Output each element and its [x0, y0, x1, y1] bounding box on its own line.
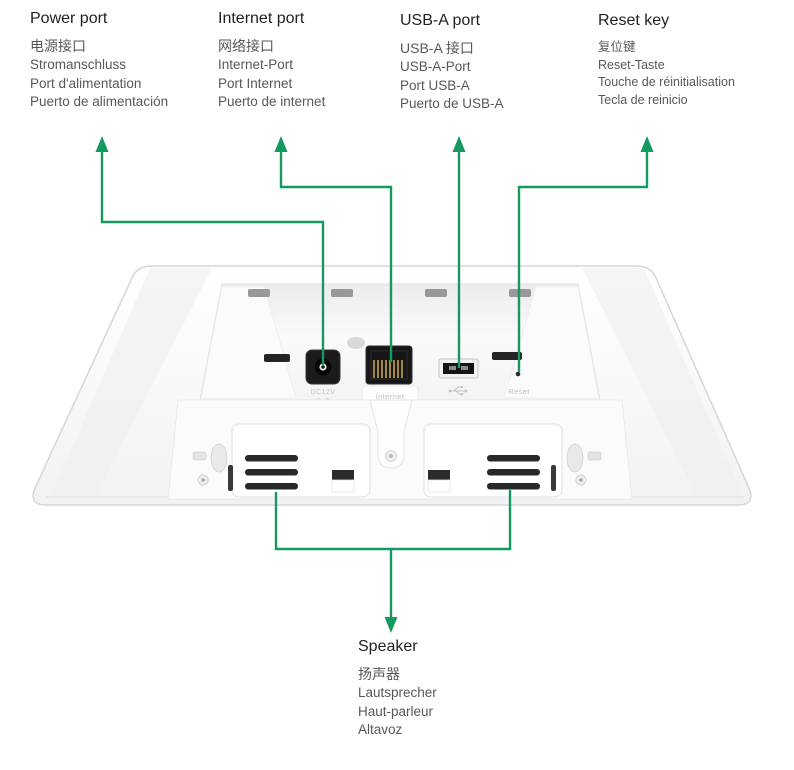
usb-icon: [448, 385, 468, 396]
reset-arrow-head: [640, 136, 654, 152]
reset-translation-fr: Touche de réinitialisation: [598, 75, 735, 89]
usb-translation-fr: Port USB-A: [400, 77, 470, 93]
internet-translation-de: Internet-Port: [218, 57, 294, 72]
power-translation-de: Stromanschluss: [30, 57, 127, 72]
usb-translation-de: USB-A-Port: [400, 59, 471, 74]
callout-title-power: Power port: [30, 10, 108, 27]
internet-arrow-line: [279, 150, 393, 362]
mount-ramp-right: [503, 285, 600, 399]
recess-hole: [347, 337, 365, 349]
callout-title-reset: Reset key: [598, 12, 670, 29]
power-translation-fr: Port d'alimentation: [30, 75, 142, 91]
callout-title-internet: Internet port: [218, 10, 305, 27]
internet-port-label: Internet: [376, 392, 405, 401]
channel-screw: [385, 450, 397, 462]
usb-a-port[interactable]: [438, 358, 479, 379]
power-arrow-head: [95, 136, 109, 152]
speaker-module-right: [423, 423, 563, 498]
latch-hole-right: [428, 470, 450, 480]
callout-reset-key: Reset key 复位键 Reset-Taste Touche de réin…: [598, 12, 735, 109]
speaker-grille-right: [487, 455, 540, 490]
device-left-bevel: [48, 268, 212, 503]
usb-translation-zh: USB-A 接口: [400, 40, 474, 56]
usb-translation-es: Puerto de USB-A: [400, 96, 504, 111]
power-translation-es: Puerto de alimentación: [30, 94, 169, 109]
speaker-translation-de: Lautsprecher: [358, 685, 437, 700]
usb-arrow-head: [452, 136, 466, 152]
speaker-module-left: [231, 423, 371, 498]
side-details: [192, 443, 602, 491]
reset-arrow-line: [517, 150, 649, 372]
reset-key[interactable]: [515, 371, 521, 377]
speaker-translation-zh: 扬声器: [358, 666, 400, 682]
power-arrow-line: [100, 150, 325, 366]
speaker-grille-left: [245, 455, 298, 490]
device-right-bevel: [582, 268, 746, 503]
callout-arrows: [95, 136, 654, 633]
callout-speaker: Speaker 扬声器 Lautsprecher Haut-parleur Al…: [358, 638, 437, 740]
mount-ramp-left: [200, 285, 297, 399]
device-rear-view: DC12V ⊖–⊕ Internet: [32, 265, 752, 506]
speaker-translation-fr: Haut-parleur: [358, 703, 434, 719]
speaker-arrow-head: [384, 617, 398, 633]
internet-port[interactable]: [365, 345, 413, 385]
power-translation-zh: 电源接口: [30, 38, 86, 54]
callout-power-port: Power port 电源接口 Stromanschluss Port d'al…: [30, 10, 168, 112]
callout-usb-a-port: USB-A port USB-A 接口 USB-A-Port Port USB-…: [400, 12, 504, 114]
power-port[interactable]: [305, 349, 341, 385]
internet-arrow-head: [274, 136, 288, 152]
internet-translation-es: Puerto de internet: [218, 94, 326, 109]
internet-translation-zh: 网络接口: [218, 38, 274, 54]
speaker-arrow-line: [274, 490, 512, 620]
callout-title-speaker: Speaker: [358, 638, 418, 655]
callout-title-usb: USB-A port: [400, 12, 481, 29]
vent-slot-right: [492, 352, 522, 360]
reset-translation-es: Tecla de reinicio: [598, 92, 688, 107]
internet-translation-fr: Port Internet: [218, 75, 293, 91]
reset-translation-de: Reset-Taste: [598, 57, 665, 72]
speaker-translation-es: Altavoz: [358, 722, 403, 737]
reset-key-label: Reset: [508, 387, 530, 396]
latch-hole-left: [332, 470, 354, 480]
cable-channel: [369, 399, 413, 469]
reset-translation-zh: 复位键: [598, 40, 636, 54]
vent-slot-left: [264, 354, 290, 362]
power-port-label: DC12V: [310, 389, 335, 396]
callout-internet-port: Internet port 网络接口 Internet-Port Port In…: [218, 10, 325, 112]
